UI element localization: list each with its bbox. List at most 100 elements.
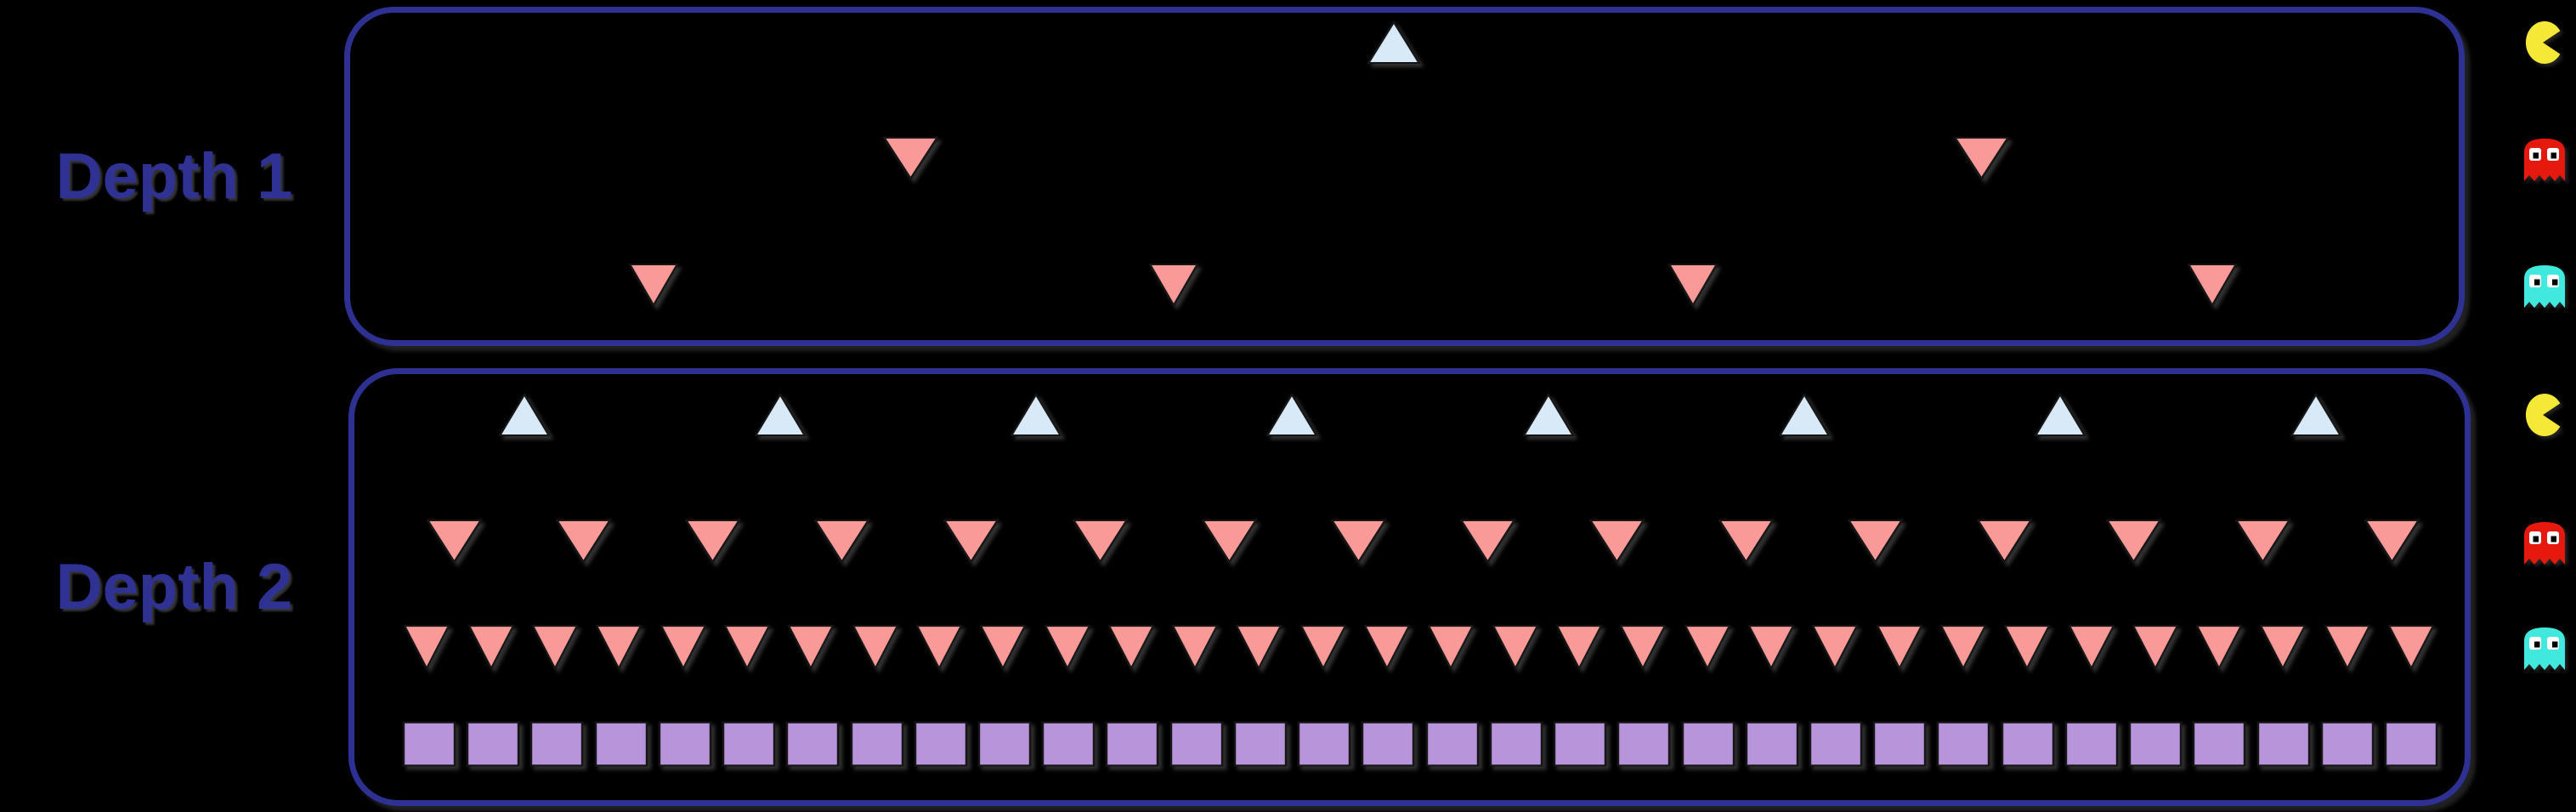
- square-marker: [402, 721, 456, 771]
- triangle-down-marker: [628, 264, 679, 310]
- triangle-down-marker: [1619, 625, 1667, 673]
- triangle-down-marker: [659, 625, 707, 673]
- triangle-down-marker: [403, 625, 451, 673]
- triangle-down-marker: [555, 520, 613, 567]
- triangle-down-marker: [1235, 625, 1283, 673]
- square-marker: [1745, 721, 1799, 771]
- triangle-up-marker: [498, 392, 551, 440]
- square-marker: [1553, 721, 1607, 771]
- triangle-down-marker: [1718, 520, 1775, 567]
- triangle-down-marker: [1299, 625, 1347, 673]
- triangle-down-marker: [1939, 625, 1987, 673]
- triangle-up-marker: [1010, 392, 1063, 440]
- triangle-down-marker: [2105, 520, 2162, 567]
- square-marker: [1233, 721, 1288, 771]
- triangle-down-marker: [684, 520, 742, 567]
- cyan-ghost-icon: [2520, 262, 2569, 312]
- triangle-up-marker: [1265, 392, 1319, 440]
- triangle-down-marker: [1976, 520, 2033, 567]
- triangle-down-marker: [1952, 137, 2010, 184]
- triangle-down-marker: [1847, 520, 1904, 567]
- square-marker: [466, 721, 520, 771]
- square-marker: [2128, 721, 2183, 771]
- square-marker: [2064, 721, 2119, 771]
- red-ghost-icon: [2520, 519, 2569, 569]
- depth-1-label: Depth 1: [55, 140, 293, 213]
- triangle-down-marker: [2324, 625, 2371, 673]
- square-marker: [1361, 721, 1415, 771]
- triangle-down-marker: [1147, 264, 1199, 310]
- triangle-down-marker: [1043, 625, 1091, 673]
- triangle-down-marker: [1811, 625, 1859, 673]
- triangle-up-marker: [1521, 392, 1575, 440]
- triangle-down-marker: [787, 625, 835, 673]
- square-marker: [1105, 721, 1159, 771]
- triangle-down-marker: [1588, 520, 1646, 567]
- triangle-down-marker: [1555, 625, 1603, 673]
- square-marker: [1681, 721, 1735, 771]
- triangle-up-marker: [1367, 20, 1421, 68]
- triangle-down-marker: [2187, 264, 2238, 310]
- square-marker: [1041, 721, 1096, 771]
- red-ghost-icon: [2520, 135, 2569, 185]
- triangle-down-marker: [979, 625, 1027, 673]
- square-marker: [722, 721, 776, 771]
- triangle-down-marker: [467, 625, 515, 673]
- square-marker: [1936, 721, 1990, 771]
- triangle-down-marker: [813, 520, 871, 567]
- cyan-ghost-icon: [2520, 624, 2569, 674]
- triangle-up-marker: [1777, 392, 1831, 440]
- square-marker: [594, 721, 648, 771]
- depth-1-box: [344, 7, 2465, 346]
- square-marker: [2192, 721, 2246, 771]
- triangle-down-marker: [943, 520, 1000, 567]
- triangle-down-marker: [1171, 625, 1219, 673]
- pacman-icon: [2524, 20, 2565, 69]
- square-marker: [1489, 721, 1543, 771]
- square-marker: [977, 721, 1032, 771]
- pacman-icon: [2524, 393, 2565, 441]
- triangle-down-marker: [1667, 264, 1718, 310]
- square-marker: [1425, 721, 1480, 771]
- triangle-up-marker: [754, 392, 807, 440]
- square-marker: [2320, 721, 2375, 771]
- triangle-down-marker: [1330, 520, 1388, 567]
- triangle-down-marker: [2234, 520, 2291, 567]
- square-marker: [850, 721, 904, 771]
- triangle-down-marker: [1875, 625, 1923, 673]
- triangle-down-marker: [1072, 520, 1129, 567]
- triangle-down-marker: [915, 625, 963, 673]
- triangle-down-marker: [2195, 625, 2243, 673]
- square-marker: [658, 721, 712, 771]
- square-marker: [914, 721, 968, 771]
- square-marker: [2384, 721, 2438, 771]
- triangle-down-marker: [2364, 520, 2420, 567]
- triangle-down-marker: [881, 137, 939, 184]
- triangle-down-marker: [1683, 625, 1731, 673]
- triangle-down-marker: [1492, 625, 1539, 673]
- triangle-down-marker: [723, 625, 771, 673]
- square-marker: [2256, 721, 2311, 771]
- square-marker: [785, 721, 840, 771]
- triangle-down-marker: [531, 625, 579, 673]
- depth-2-box: [348, 368, 2471, 806]
- triangle-down-marker: [1459, 520, 1517, 567]
- square-marker: [1616, 721, 1671, 771]
- triangle-up-marker: [2289, 392, 2342, 440]
- square-marker: [1872, 721, 1927, 771]
- square-marker: [2001, 721, 2055, 771]
- square-marker: [529, 721, 584, 771]
- triangle-down-marker: [1107, 625, 1155, 673]
- square-marker: [1297, 721, 1351, 771]
- triangle-down-marker: [1363, 625, 1411, 673]
- triangle-down-marker: [426, 520, 484, 567]
- triangle-down-marker: [595, 625, 643, 673]
- triangle-down-marker: [1747, 625, 1795, 673]
- square-marker: [1809, 721, 1863, 771]
- triangle-down-marker: [2387, 625, 2435, 673]
- triangle-down-marker: [2259, 625, 2307, 673]
- square-marker: [1169, 721, 1224, 771]
- triangle-down-marker: [1201, 520, 1259, 567]
- triangle-down-marker: [2003, 625, 2051, 673]
